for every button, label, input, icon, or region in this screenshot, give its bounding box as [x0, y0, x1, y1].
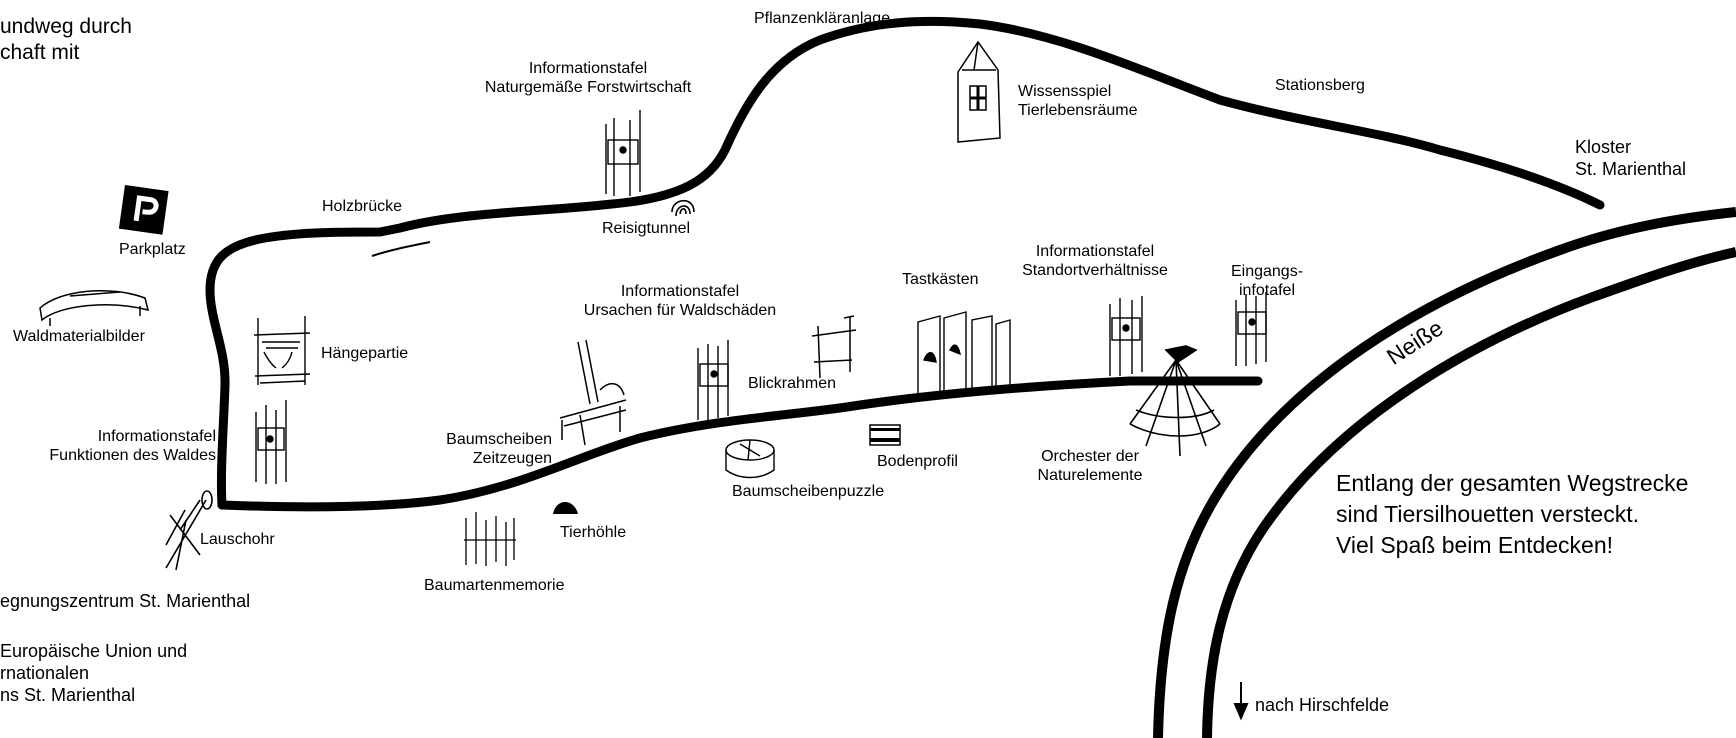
place-baumscheiben-1: Baumscheiben — [446, 431, 552, 448]
footer-line-3: rnationalen — [0, 663, 90, 683]
place-tierhoehle: Tierhöhle — [560, 524, 627, 541]
bench-icon — [39, 289, 150, 326]
river-bank-right — [1202, 247, 1736, 738]
ear-trumpet-icon — [165, 490, 213, 571]
place-info-ursachen: Informationstafel Ursachen für Waldschäd… — [570, 282, 790, 320]
place-eingang-1: Eingangs- — [1230, 263, 1304, 280]
info-board-icon — [1235, 292, 1267, 366]
place-info-forst-2: Naturgemäße Forstwirtschaft — [484, 79, 692, 96]
bridge-icon — [367, 223, 431, 257]
info-board-icon — [255, 400, 287, 484]
footer-line-2: Europäische Union und — [0, 641, 188, 661]
place-kloster: Kloster St. Marienthal — [1575, 136, 1686, 180]
place-orchester: Orchester der Naturelemente — [1025, 447, 1155, 485]
soil-profile-icon — [869, 424, 901, 446]
info-board-icon — [605, 110, 641, 196]
tower-icon — [957, 40, 1001, 143]
place-orchester-1: Orchester der — [1041, 448, 1139, 465]
place-parkplatz: Parkplatz — [119, 241, 186, 258]
note-line-1: Entlang der gesamten Wegstrecke — [1336, 470, 1689, 496]
place-haengepartie: Hängepartie — [321, 345, 409, 362]
info-board-icon — [1109, 296, 1143, 376]
intro-line-2: chaft mit — [0, 41, 80, 64]
direction-label: nach Hirschfelde — [1255, 695, 1390, 715]
hanging-bridge-icon — [253, 316, 311, 385]
place-baumscheibenpuzzle: Baumscheibenpuzzle — [732, 483, 885, 500]
place-kloster-2: St. Marienthal — [1575, 159, 1687, 179]
place-info-standort: Informationstafel Standortverhältnisse — [1010, 242, 1180, 280]
place-orchester-2: Naturelemente — [1037, 467, 1143, 484]
frame-icon — [811, 315, 857, 379]
place-info-standort-1: Informationstafel — [1035, 243, 1155, 260]
footer-text-2: Europäische Union und rnationalen ns St.… — [0, 640, 187, 706]
place-kloster-1: Kloster — [1575, 137, 1632, 157]
place-baumscheiben: Baumscheiben Zeitzeugen — [420, 430, 552, 468]
place-blickrahmen: Blickrahmen — [748, 375, 837, 392]
tunnel-icon — [671, 199, 695, 217]
river-bank-left — [1153, 207, 1736, 738]
chair-icon — [559, 339, 627, 446]
place-info-forst-1: Informationstafel — [528, 60, 648, 77]
intro-line-1: undweg durch — [0, 15, 132, 38]
touch-boxes-icon — [917, 311, 1011, 399]
place-info-funktionen-2: Funktionen des Waldes — [49, 447, 216, 464]
place-baumartenmemorie: Baumartenmemorie — [424, 577, 565, 594]
place-info-ursachen-2: Ursachen für Waldschäden — [583, 302, 777, 319]
place-pflanzenklaeranlage: Pflanzenkläranlage — [754, 10, 891, 27]
place-wissensspiel-2: Tierlebensräume — [1018, 102, 1138, 119]
footer-text-1: egnungszentrum St. Marienthal — [0, 591, 251, 611]
note-line-2: sind Tiersilhouetten versteckt. — [1336, 501, 1639, 527]
intro-text: undweg durch chaft mit — [0, 14, 132, 66]
place-info-forst: Informationstafel Naturgemäße Forstwirts… — [478, 59, 698, 97]
hidden-animals-note: Entlang der gesamten Wegstrecke sind Tie… — [1336, 468, 1688, 561]
cave-icon — [553, 502, 578, 514]
place-stationsberg: Stationsberg — [1275, 77, 1365, 94]
arrow-down-icon — [1233, 682, 1249, 721]
place-eingang: Eingangs- infotafel — [1222, 262, 1312, 300]
place-wissensspiel-1: Wissensspiel — [1018, 83, 1112, 100]
place-holzbruecke: Holzbrücke — [322, 198, 403, 215]
place-wissensspiel: Wissensspiel Tierlebensräume — [1018, 82, 1137, 120]
memory-posts-icon — [464, 512, 516, 566]
place-reisigtunnel: Reisigtunnel — [602, 220, 691, 237]
note-line-3: Viel Spaß beim Entdecken! — [1336, 532, 1614, 558]
place-eingang-2: infotafel — [1238, 282, 1296, 299]
place-waldmaterialbilder: Waldmaterialbilder — [13, 328, 145, 345]
parking-sign-icon — [118, 185, 169, 235]
place-info-funktionen-1: Informationstafel — [97, 428, 216, 445]
place-info-ursachen-1: Informationstafel — [620, 283, 740, 300]
orchestra-icon — [1129, 345, 1221, 457]
place-info-funktionen: Informationstafel Funktionen des Waldes — [36, 427, 216, 465]
place-lauschohr: Lauschohr — [200, 531, 275, 548]
place-info-standort-2: Standortverhältnisse — [1022, 262, 1168, 279]
place-tastkaesten: Tastkästen — [902, 271, 979, 288]
place-baumscheiben-2: Zeitzeugen — [472, 450, 552, 467]
info-board-icon — [697, 340, 729, 420]
tree-stump-icon — [725, 439, 775, 479]
footer-line-4: ns St. Marienthal — [0, 685, 136, 705]
place-bodenprofil: Bodenprofil — [877, 453, 958, 470]
trail-path — [205, 16, 1605, 510]
